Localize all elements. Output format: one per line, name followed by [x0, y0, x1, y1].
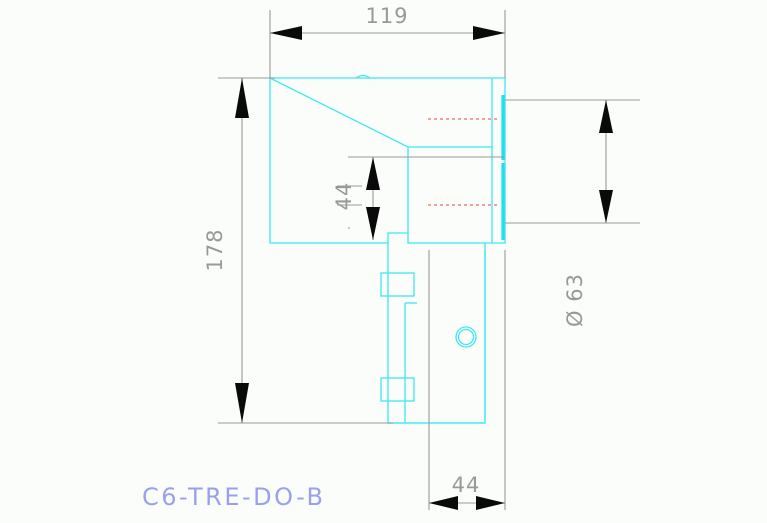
dim-63-arrow-bottom	[599, 190, 613, 223]
dim-44-bottom-value: 44	[452, 473, 481, 497]
dimension-44-inner: 44	[332, 156, 505, 240]
dim-178-value: 178	[203, 228, 227, 271]
top-notch-arc	[355, 74, 371, 79]
dim-44-inner-arrow-bottom	[366, 207, 380, 240]
dimension-diameter-63: Ø 63	[505, 99, 640, 327]
part-geometry	[269, 74, 506, 424]
dim-44-bottom-arrow-left	[429, 496, 458, 510]
taper-diagonal-line	[269, 77, 409, 148]
part-number-label: C6-TRE-DO-B	[142, 483, 325, 511]
dim-119-arrow-left	[270, 26, 302, 40]
lower-tab-rect	[380, 377, 415, 402]
dim-44-inner-arrow-top	[366, 157, 380, 190]
dimension-178: 178	[203, 77, 393, 424]
dim-63-arrow-top	[599, 100, 613, 133]
right-flange-outline	[492, 77, 506, 244]
dimension-44-bottom: 44	[428, 250, 506, 510]
hole-outer-circle	[455, 326, 477, 348]
dim-178-arrow-top	[235, 78, 249, 118]
dim-44-bottom-arrow-right	[476, 496, 505, 510]
dim-44-inner-value: 44	[332, 182, 356, 211]
upper-body-outline	[269, 77, 493, 244]
hole-inner-circle	[457, 328, 475, 346]
centerlines	[428, 118, 500, 206]
dim-119-value: 119	[365, 4, 408, 28]
dimension-119: 119	[269, 4, 506, 78]
lower-body-outline	[387, 243, 486, 424]
dim-178-arrow-bottom	[235, 383, 249, 423]
dim-119-arrow-right	[473, 26, 505, 40]
dim-63-value: Ø 63	[563, 273, 587, 327]
upper-tab-rect	[380, 272, 415, 297]
